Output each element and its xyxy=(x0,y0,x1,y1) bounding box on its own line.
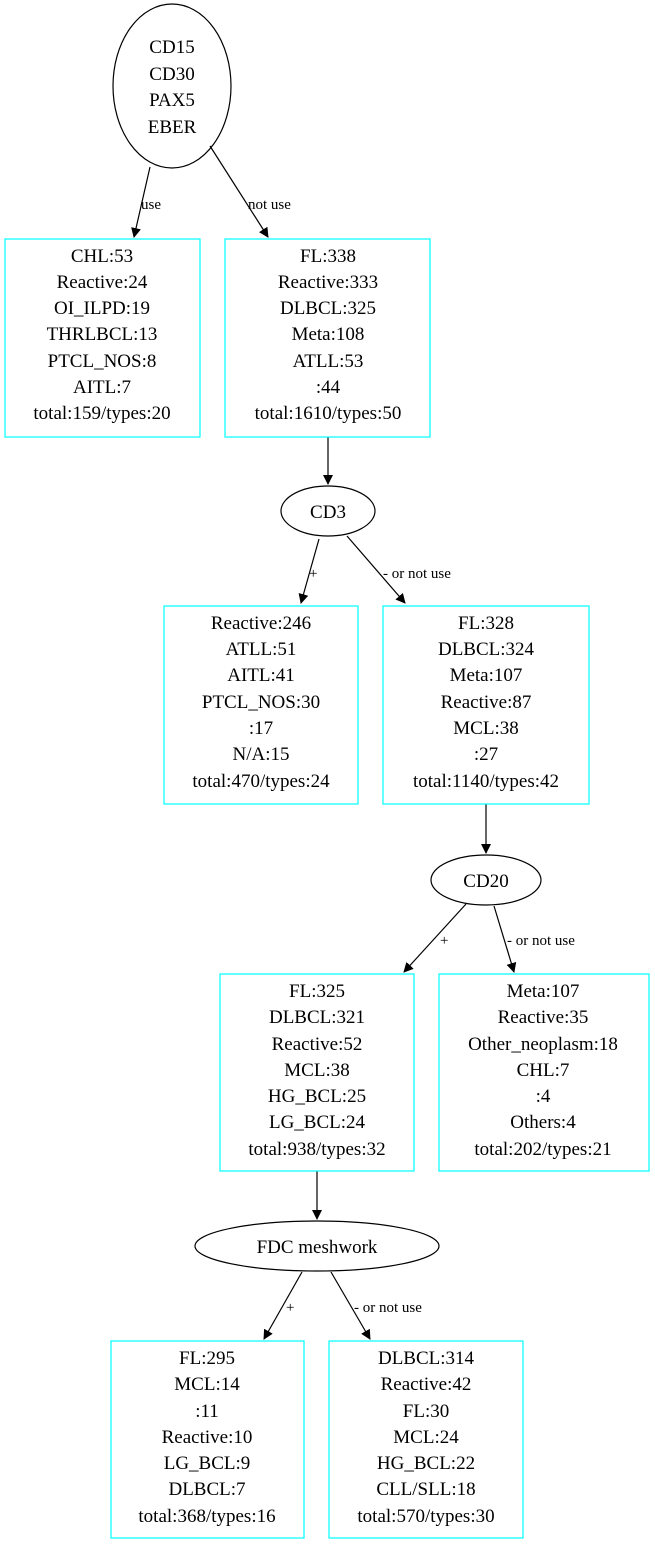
edge-cd3-pos: + xyxy=(298,538,320,604)
node-text: DLBCL:324 xyxy=(438,639,535,660)
node-text: :11 xyxy=(195,1401,219,1422)
node-text: Meta:107 xyxy=(507,981,580,1002)
node-text: N/A:15 xyxy=(233,744,290,765)
edge-cd20-neg: - or not use xyxy=(493,905,575,973)
node-text: Reactive:87 xyxy=(441,692,532,713)
node-text: Meta:108 xyxy=(292,324,365,345)
node-text: PTCL_NOS:30 xyxy=(202,692,320,713)
node-text: Reactive:42 xyxy=(381,1374,472,1395)
node-text: AITL:41 xyxy=(227,665,295,686)
node-text: Reactive:35 xyxy=(498,1007,589,1028)
node-text: MCL:38 xyxy=(284,1060,349,1081)
node-text: :4 xyxy=(536,1086,551,1107)
node-text: total:938/types:32 xyxy=(248,1139,385,1160)
leaf-node-fdc-positive: FL:295 MCL:14 :11 Reactive:10 LG_BCL:9 D… xyxy=(110,1340,305,1539)
leaf-node-fl-root: FL:338 Reactive:333 DLBCL:325 Meta:108 A… xyxy=(224,238,431,438)
edge-fdc-neg: - or not use xyxy=(330,1271,422,1340)
node-text: CLL/SLL:18 xyxy=(376,1479,475,1500)
edge-label-fdc-plus: + xyxy=(286,1300,294,1316)
node-text: CHL:53 xyxy=(71,246,133,267)
node-text: total:1140/types:42 xyxy=(413,771,559,792)
node-text: total:570/types:30 xyxy=(357,1506,494,1527)
edge-label-cd20-minus: - or not use xyxy=(507,933,575,949)
node-text: Reactive:10 xyxy=(162,1427,253,1448)
leaf-node-cd3-negative: FL:328 DLBCL:324 Meta:107 Reactive:87 MC… xyxy=(382,605,590,805)
edge-label-fdc-minus: - or not use xyxy=(354,1300,422,1316)
node-text: Reactive:52 xyxy=(272,1034,363,1055)
node-text: :27 xyxy=(474,744,498,765)
node-text: Others:4 xyxy=(510,1112,576,1133)
node-text: total:1610/types:50 xyxy=(255,403,402,424)
node-text: CHL:7 xyxy=(517,1060,570,1081)
node-text: Other_neoplasm:18 xyxy=(468,1034,618,1055)
node-text: MCL:14 xyxy=(174,1374,240,1395)
node-text: Reactive:333 xyxy=(278,272,378,293)
node-text: :44 xyxy=(316,377,341,398)
node-text: CD30 xyxy=(149,64,194,85)
node-text: ATLL:53 xyxy=(293,351,364,372)
edge-label-cd20-plus: + xyxy=(440,933,448,949)
node-text: FL:328 xyxy=(458,613,514,634)
node-text: HG_BCL:25 xyxy=(268,1086,366,1107)
edge-label-use: use xyxy=(141,197,161,213)
leaf-node-cd3-positive: Reactive:246 ATLL:51 AITL:41 PTCL_NOS:30… xyxy=(163,605,359,805)
node-text: FDC meshwork xyxy=(257,1237,378,1258)
node-text: DLBCL:325 xyxy=(280,298,376,319)
node-text: CD20 xyxy=(463,871,508,892)
decision-node-fdc-meshwork: FDC meshwork xyxy=(194,1220,440,1272)
node-text: FL:30 xyxy=(403,1401,449,1422)
decision-node-root: CD15 CD30 PAX5 EBER xyxy=(112,3,232,169)
leaf-node-fdc-negative: DLBCL:314 Reactive:42 FL:30 MCL:24 HG_BC… xyxy=(328,1340,524,1539)
node-text: AITL:7 xyxy=(73,377,131,398)
node-text: FL:325 xyxy=(289,981,345,1002)
leaf-node-chl: CHL:53 Reactive:24 OI_ILPD:19 THRLBCL:13… xyxy=(4,238,201,438)
node-text: LG_BCL:9 xyxy=(164,1453,251,1474)
node-text: DLBCL:7 xyxy=(168,1479,245,1500)
node-text: PTCL_NOS:8 xyxy=(48,351,157,372)
node-text: Meta:107 xyxy=(450,665,523,686)
node-text: total:159/types:20 xyxy=(33,403,170,424)
node-text: ATLL:51 xyxy=(226,639,297,660)
node-text: EBER xyxy=(148,117,197,138)
edge-label-cd3-plus: + xyxy=(309,566,317,582)
node-text: LG_BCL:24 xyxy=(269,1112,366,1133)
node-text: Reactive:246 xyxy=(211,613,311,634)
node-text: DLBCL:321 xyxy=(269,1007,365,1028)
edge-root-use: use xyxy=(131,166,161,238)
node-text: Reactive:24 xyxy=(57,272,148,293)
leaf-node-cd20-negative: Meta:107 Reactive:35 Other_neoplasm:18 C… xyxy=(438,973,650,1172)
decision-node-cd3: CD3 xyxy=(280,485,376,537)
edge-label-not-use: not use xyxy=(248,197,291,213)
edge-cd20-pos: + xyxy=(403,903,467,973)
leaf-node-cd20-positive: FL:325 DLBCL:321 Reactive:52 MCL:38 HG_B… xyxy=(219,973,415,1172)
node-text: CD3 xyxy=(310,502,346,523)
node-text: FL:295 xyxy=(179,1348,235,1369)
edge-fdc-pos: + xyxy=(263,1271,303,1340)
decision-node-cd20: CD20 xyxy=(430,854,542,906)
node-text: MCL:24 xyxy=(393,1427,459,1448)
edge-cd3-neg: - or not use xyxy=(346,535,451,604)
node-text: total:202/types:21 xyxy=(474,1139,611,1160)
node-text: CD15 xyxy=(149,37,194,58)
node-text: total:470/types:24 xyxy=(192,771,330,792)
node-text: PAX5 xyxy=(149,90,195,111)
node-text: FL:338 xyxy=(300,246,356,267)
node-text: HG_BCL:22 xyxy=(377,1453,475,1474)
node-text: THRLBCL:13 xyxy=(47,324,158,345)
node-text: MCL:38 xyxy=(453,718,518,739)
node-text: DLBCL:314 xyxy=(378,1348,475,1369)
node-text: OI_ILPD:19 xyxy=(54,298,150,319)
node-text: :17 xyxy=(249,718,273,739)
edge-label-cd3-minus: - or not use xyxy=(383,566,451,582)
node-text: total:368/types:16 xyxy=(138,1506,275,1527)
edge-root-not-use: not use xyxy=(209,145,291,238)
